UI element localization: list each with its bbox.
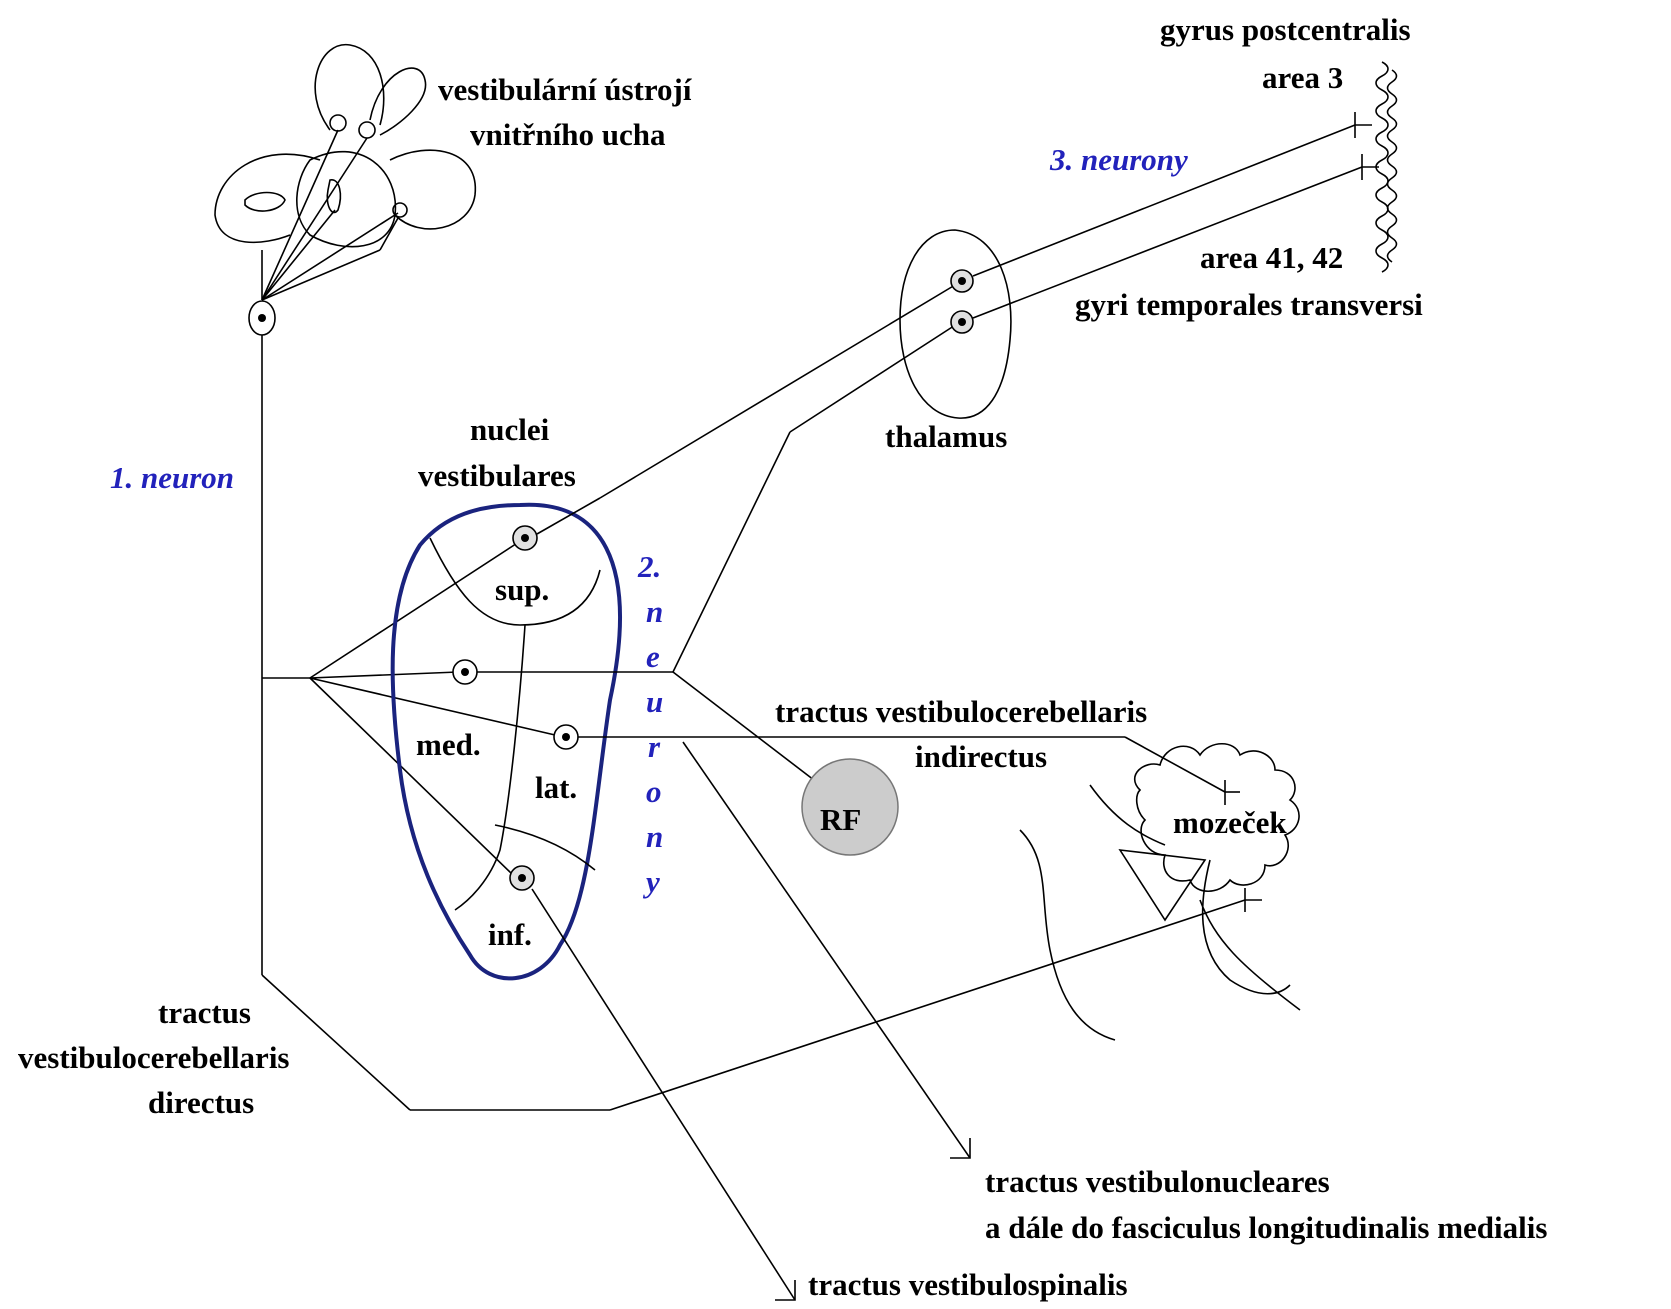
inf-neuron-cell: [509, 865, 535, 891]
label-second-neurons: 2. n e u r o n y: [637, 549, 663, 899]
second-neurons-char: e: [646, 639, 660, 674]
label-rf: RF: [820, 802, 861, 837]
second-neurons-char: o: [646, 774, 662, 809]
label-area-3: area 3: [1262, 60, 1343, 95]
second-neuron-cells: [452, 525, 579, 891]
label-gyrus-postcentralis: gyrus postcentralis: [1160, 12, 1411, 47]
label-lat: lat.: [535, 770, 577, 805]
second-neurons-char: n: [646, 819, 663, 854]
vestibular-nuclei-outline: [390, 502, 622, 981]
reticular-formation: [801, 758, 899, 856]
vestibular-organ-drawing: [214, 44, 476, 301]
label-tract-vc-indirect-2: indirectus: [915, 739, 1047, 774]
thalamus-drawing: [899, 229, 1012, 419]
label-gyri-temporales: gyri temporales transversi: [1075, 287, 1423, 322]
sup-neuron-cell: [512, 525, 538, 551]
third-neuron-tracts: [972, 112, 1379, 319]
second-neurons-char: 2.: [637, 549, 661, 584]
label-tract-vc-direct-1: tractus: [158, 995, 251, 1030]
label-vestibulares: vestibulares: [418, 458, 576, 493]
label-thalamus: thalamus: [885, 419, 1007, 454]
cerebellum-drawing: [1019, 742, 1301, 1041]
second-neurons-char: n: [646, 594, 663, 629]
second-neurons-char: r: [648, 729, 661, 764]
first-neuron-cell: [248, 300, 276, 336]
second-neurons-char: y: [642, 864, 660, 899]
label-mozecek: mozeček: [1173, 805, 1287, 840]
label-area-41-42: area 41, 42: [1200, 240, 1343, 275]
cortex-drawing: [1375, 61, 1398, 273]
label-nuclei: nuclei: [470, 412, 550, 447]
label-vestibular-organ-2: vnitřního ucha: [470, 117, 666, 152]
label-tract-vc-direct-2: vestibulocerebellaris: [18, 1040, 290, 1075]
label-tract-vn-1: tractus vestibulonucleares: [985, 1164, 1330, 1199]
label-tract-vc-indirect-1: tractus vestibulocerebellaris: [775, 694, 1147, 729]
label-third-neurons: 3. neurony: [1049, 142, 1188, 177]
first-neuron-axon: [261, 335, 1262, 1111]
label-tract-vc-direct-3: directus: [148, 1085, 254, 1120]
label-sup: sup.: [495, 572, 549, 607]
labels: vestibulární ústrojí vnitřního ucha gyru…: [18, 12, 1547, 1302]
label-tract-vn-2: a dále do fasciculus longitudinalis medi…: [985, 1210, 1547, 1245]
thalamus-neuron-upper: [950, 269, 974, 293]
med-neuron-cell: [452, 659, 478, 685]
label-inf: inf.: [488, 917, 532, 952]
lat-neuron-cell: [553, 724, 579, 750]
second-neurons-char: u: [646, 684, 663, 719]
label-tract-vs: tractus vestibulospinalis: [808, 1267, 1128, 1302]
label-vestibular-organ-1: vestibulární ústrojí: [438, 72, 692, 107]
thalamus-neuron-lower: [950, 310, 974, 334]
label-med: med.: [416, 727, 481, 762]
label-first-neuron: 1. neuron: [110, 460, 234, 495]
